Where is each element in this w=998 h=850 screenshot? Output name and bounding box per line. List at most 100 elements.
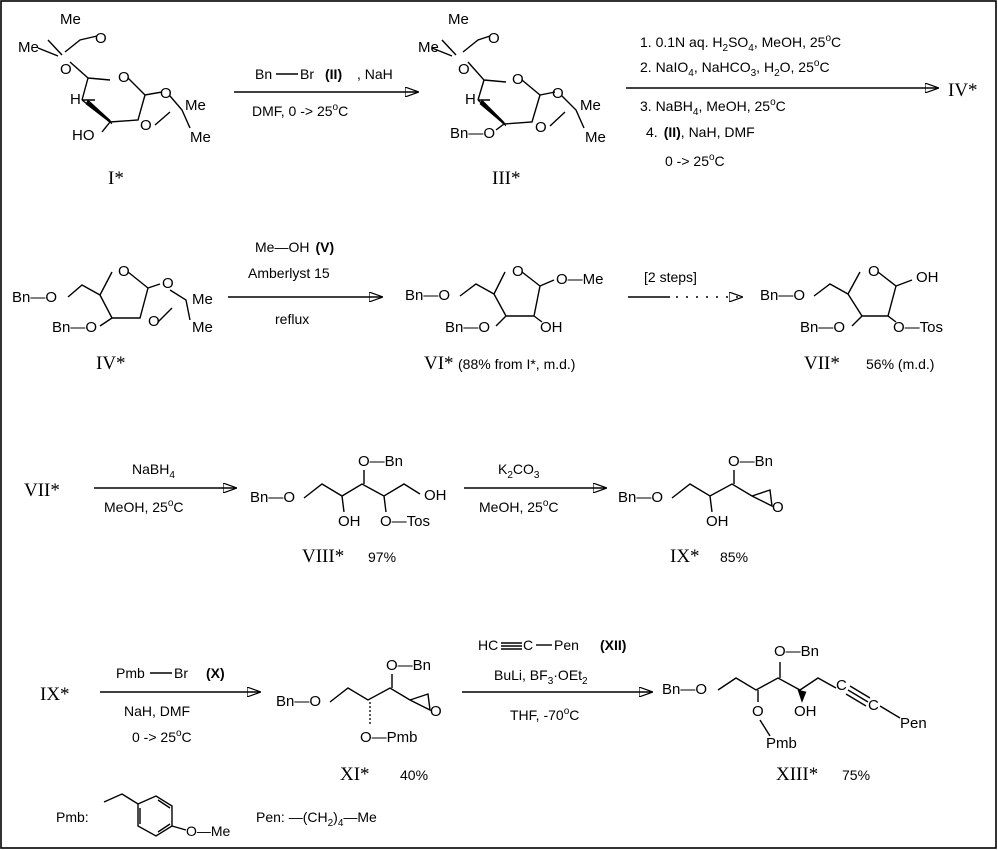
atom-me: Me xyxy=(60,11,81,28)
atom-bno: Bn—O xyxy=(800,319,845,336)
legend-pmb-label: Pmb: xyxy=(56,809,89,825)
legend-pmb: Pmb: O—Me xyxy=(56,793,231,839)
compound-XIII: Bn—O O—Bn OH O Pmb C C Pen xyxy=(662,643,927,752)
step-4: 4.(II), NaH, DMF xyxy=(646,124,755,140)
label-VI: VI* xyxy=(424,353,454,374)
atom-o: O xyxy=(160,85,172,102)
atom-o: O xyxy=(772,499,784,516)
step-2: 2. NaIO4, NaHCO3, H2O, 25oC xyxy=(640,58,830,79)
compound-VIII: Bn—O O—Bn OH OH O—Tos xyxy=(250,453,447,530)
atom-o: O xyxy=(552,85,564,102)
atom-otos: O—Tos xyxy=(380,513,430,530)
label-IV-target: IV* xyxy=(948,80,978,101)
yield-IX: 85% xyxy=(720,549,748,565)
atom-me: Me xyxy=(192,291,213,308)
label-XI: XI* xyxy=(340,764,370,785)
atom-me: Me xyxy=(418,39,439,56)
step-1: 1. 0.1N aq. H2SO4, MeOH, 25oC xyxy=(640,33,841,54)
yield-VII: 56% (m.d.) xyxy=(866,356,934,372)
condition-reflux: reflux xyxy=(275,311,309,327)
compound-IV: Bn—O O O Me Me O Bn—O xyxy=(12,263,213,336)
reagent-base: , NaH xyxy=(357,66,393,82)
atom-o: O xyxy=(752,703,764,720)
compound-VI: Bn—O O O—Me Bn—O OH xyxy=(405,263,604,336)
reagent-pen: Pen xyxy=(554,637,579,653)
catalyst: Amberlyst 15 xyxy=(248,265,330,281)
atom-o: O xyxy=(430,703,442,720)
atom-oh: OH xyxy=(706,513,729,530)
atom-o: O xyxy=(868,263,880,280)
reagent-bn: Bn xyxy=(255,66,272,82)
atom-bno: Bn—O xyxy=(405,287,450,304)
solvent-temp: DMF, 0 -> 25oC xyxy=(252,102,348,119)
atom-c: C xyxy=(868,697,879,714)
atom-bno: Bn—O xyxy=(450,125,495,142)
atom-oh: OH xyxy=(794,703,817,720)
atom-bno: Bn—O xyxy=(760,287,805,304)
label-IX: IX* xyxy=(670,546,700,567)
reaction-2: 1. 0.1N aq. H2SO4, MeOH, 25oC 2. NaIO4, … xyxy=(626,33,938,169)
atom-o: O xyxy=(118,69,130,86)
benzene-ring xyxy=(103,793,173,837)
label-I: I* xyxy=(108,168,124,189)
yield-VI: (88% from I*, m.d.) xyxy=(458,356,575,372)
label-XIII: XIII* xyxy=(776,764,818,785)
atom-o: O xyxy=(148,313,160,330)
reagent-br: Br xyxy=(174,665,188,681)
legend-pen: Pen: —(CH2)4—Me xyxy=(256,809,377,829)
atom-me: Me xyxy=(18,39,39,56)
wedge-bond xyxy=(797,689,807,703)
label-IX-start: IX* xyxy=(40,684,70,705)
atom-o: O xyxy=(162,275,174,292)
compound-VII: Bn—O O OH Bn—O O—Tos xyxy=(760,263,943,336)
bond-line xyxy=(171,825,187,831)
reagent-alkyne: HC xyxy=(478,637,498,653)
reaction-3: Me—OH(V) Amberlyst 15 reflux xyxy=(228,239,382,327)
reagent-nabh4: NaBH4 xyxy=(132,461,175,481)
atom-opmb: O—Pmb xyxy=(360,729,418,746)
atom-bno: Bn—O xyxy=(12,289,57,306)
solvent-temp: THF, -70oC xyxy=(510,706,579,723)
triple-bond xyxy=(501,642,522,650)
atom-pmb: Pmb xyxy=(766,735,797,752)
triple-bond xyxy=(845,685,871,707)
atom-oh: OH xyxy=(916,269,939,286)
atom-o: O xyxy=(60,61,72,78)
atom-bno: Bn—O xyxy=(662,681,707,698)
atom-me: Me xyxy=(585,129,606,146)
atom-c: C xyxy=(836,677,847,694)
base-solvent: NaH, DMF xyxy=(124,703,190,719)
legend-pmb-ome: O—Me xyxy=(186,823,231,839)
atom-o: O xyxy=(535,119,547,136)
compound-IX: Bn—O O—Bn OH O xyxy=(618,453,784,530)
atom-bno: Bn—O xyxy=(250,489,295,506)
temp: 0 -> 25oC xyxy=(132,728,192,745)
atom-oh: OH xyxy=(424,487,447,504)
legend-pen-label: Pen: —(CH2)4—Me xyxy=(256,809,377,829)
atom-me: Me xyxy=(185,97,206,114)
compound-III: Me Me O O O H O Me Me O Bn—O xyxy=(418,11,606,146)
label-VIII: VIII* xyxy=(302,546,344,567)
reagent-alkyne-c: C xyxy=(523,637,533,653)
atom-obn: O—Bn xyxy=(386,657,431,674)
atom-ome: O—Me xyxy=(556,271,604,288)
atom-pen: Pen xyxy=(900,715,927,732)
atom-o: O xyxy=(512,71,524,88)
atom-o: O xyxy=(95,30,107,47)
atom-oh: OH xyxy=(338,513,361,530)
atom-me: Me xyxy=(192,319,213,336)
reagent-id: (II) xyxy=(325,66,342,82)
atom-me: Me xyxy=(190,129,211,146)
label-VII: VII* xyxy=(804,353,840,374)
step-5: 0 -> 25oC xyxy=(665,152,725,169)
atom-o: O xyxy=(488,30,500,47)
yield-VIII: 97% xyxy=(368,549,396,565)
atom-obn: O—Bn xyxy=(728,453,773,470)
yield-XI: 40% xyxy=(400,767,428,783)
atom-o: O xyxy=(140,117,152,134)
atom-o: O xyxy=(458,61,470,78)
atom-ho: HO xyxy=(72,127,95,144)
atom-bno: Bn—O xyxy=(445,319,490,336)
